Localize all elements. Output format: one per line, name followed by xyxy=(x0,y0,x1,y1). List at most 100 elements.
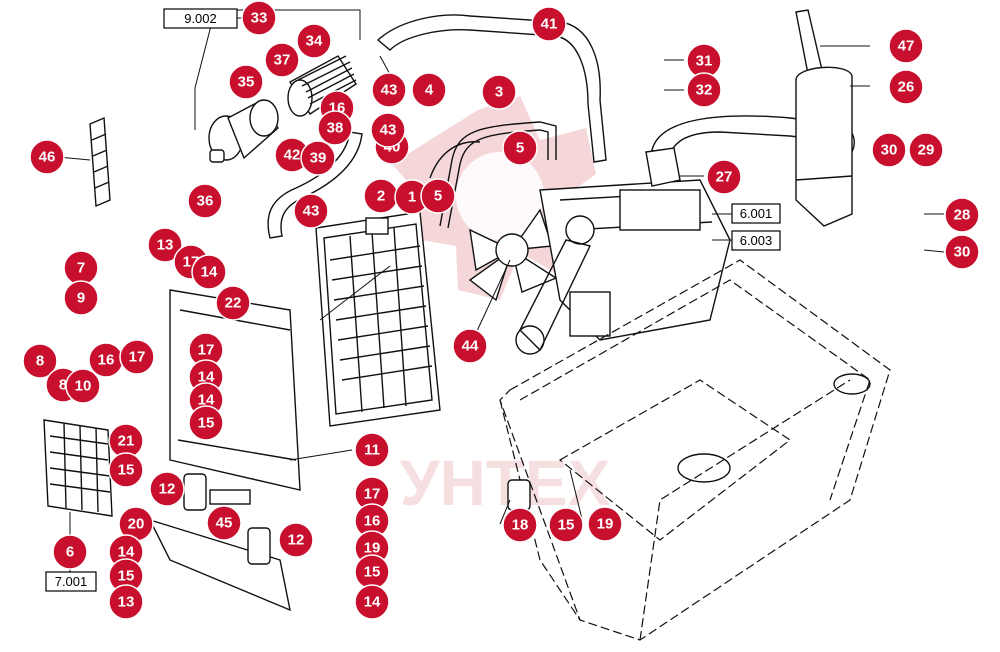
ref-box-7001[interactable]: 7.001 xyxy=(45,571,97,592)
callout-17[interactable]: 17 xyxy=(119,339,155,375)
lower-hose xyxy=(267,131,363,239)
callout-36[interactable]: 36 xyxy=(187,183,223,219)
callout-29[interactable]: 29 xyxy=(908,132,944,168)
callout-label: 14 xyxy=(118,544,135,561)
callout-5[interactable]: 5 xyxy=(502,130,538,166)
callout-label: 5 xyxy=(434,188,442,205)
callout-marker xyxy=(188,405,224,441)
callout-41[interactable]: 41 xyxy=(531,6,567,42)
callout-label: 10 xyxy=(75,378,92,395)
ref-box-6001[interactable]: 6.001 xyxy=(731,203,781,224)
callout-15[interactable]: 15 xyxy=(354,554,390,590)
callout-label: 13 xyxy=(118,594,135,611)
callout-20[interactable]: 20 xyxy=(118,506,154,542)
callout-label: 31 xyxy=(696,53,713,70)
callout-38[interactable]: 38 xyxy=(317,110,353,146)
callout-44[interactable]: 44 xyxy=(452,328,488,364)
radiator xyxy=(315,211,441,427)
callout-marker xyxy=(452,328,488,364)
ref-box-9002[interactable]: 9.002 xyxy=(163,8,238,29)
callout-marker xyxy=(481,74,517,110)
callout-label: 38 xyxy=(327,120,344,137)
callout-9[interactable]: 9 xyxy=(63,280,99,316)
callout-label: 4 xyxy=(425,82,434,99)
callout-label: 2 xyxy=(377,188,385,205)
callout-17[interactable]: 17 xyxy=(188,332,224,368)
callout-22[interactable]: 22 xyxy=(215,285,251,321)
callout-marker xyxy=(531,6,567,42)
callout-marker xyxy=(371,72,407,108)
callout-19[interactable]: 19 xyxy=(587,506,623,542)
oil-cooler xyxy=(43,419,113,517)
callout-marker xyxy=(354,584,390,620)
callout-13[interactable]: 13 xyxy=(108,584,144,620)
callout-21[interactable]: 21 xyxy=(108,423,144,459)
callout-label: 46 xyxy=(39,149,56,166)
callout-16[interactable]: 16 xyxy=(88,342,124,378)
callout-12[interactable]: 12 xyxy=(149,471,185,507)
callout-37[interactable]: 37 xyxy=(264,42,300,78)
callout-label: 7 xyxy=(77,260,85,277)
callout-label: 36 xyxy=(197,193,214,210)
callout-label: 43 xyxy=(303,203,320,220)
callout-35[interactable]: 35 xyxy=(228,64,264,100)
callout-30[interactable]: 30 xyxy=(871,132,907,168)
callout-label: 35 xyxy=(238,74,255,91)
callout-marker xyxy=(264,42,300,78)
callout-label: 16 xyxy=(364,513,381,530)
callout-43[interactable]: 43 xyxy=(371,72,407,108)
callout-13[interactable]: 13 xyxy=(147,227,183,263)
callout-46[interactable]: 46 xyxy=(29,139,65,175)
callout-15[interactable]: 15 xyxy=(548,507,584,543)
callout-26[interactable]: 26 xyxy=(888,69,924,105)
callout-28[interactable]: 28 xyxy=(944,197,980,233)
engine-mounts xyxy=(183,473,531,565)
callout-marker xyxy=(187,183,223,219)
callout-marker xyxy=(228,64,264,100)
callout-15[interactable]: 15 xyxy=(108,452,144,488)
callout-39[interactable]: 39 xyxy=(300,140,336,176)
callout-label: 29 xyxy=(918,142,935,159)
callout-14[interactable]: 14 xyxy=(191,254,227,290)
callout-10[interactable]: 10 xyxy=(65,368,101,404)
callout-4[interactable]: 4 xyxy=(411,72,447,108)
callout-label: 22 xyxy=(225,295,242,312)
callout-11[interactable]: 11 xyxy=(354,432,390,468)
callout-30[interactable]: 30 xyxy=(944,234,980,270)
callout-marker xyxy=(29,139,65,175)
svg-text:9.002: 9.002 xyxy=(184,11,217,26)
callout-14[interactable]: 14 xyxy=(354,584,390,620)
callout-label: 43 xyxy=(380,122,397,139)
callout-47[interactable]: 47 xyxy=(888,28,924,64)
callout-12[interactable]: 12 xyxy=(278,522,314,558)
callout-17[interactable]: 17 xyxy=(354,476,390,512)
callout-label: 17 xyxy=(364,486,381,503)
callout-2[interactable]: 2 xyxy=(363,178,399,214)
callout-32[interactable]: 32 xyxy=(686,72,722,108)
callout-marker xyxy=(296,23,332,59)
callout-marker xyxy=(354,432,390,468)
callout-33[interactable]: 33 xyxy=(241,0,277,36)
ref-box-6003[interactable]: 6.003 xyxy=(731,230,781,251)
callout-43[interactable]: 43 xyxy=(293,193,329,229)
callout-marker xyxy=(706,159,742,195)
callout-8[interactable]: 8 xyxy=(22,343,58,379)
callout-label: 43 xyxy=(381,82,398,99)
callout-7[interactable]: 7 xyxy=(63,250,99,286)
callout-5[interactable]: 5 xyxy=(420,178,456,214)
callout-27[interactable]: 27 xyxy=(706,159,742,195)
callout-marker xyxy=(206,505,242,541)
callout-label: 8 xyxy=(59,377,67,394)
callout-marker xyxy=(147,227,183,263)
callout-43[interactable]: 43 xyxy=(370,112,406,148)
watermark-logo: УНТЕХ xyxy=(392,96,611,519)
callout-15[interactable]: 15 xyxy=(188,405,224,441)
callout-16[interactable]: 16 xyxy=(354,503,390,539)
callout-6[interactable]: 6 xyxy=(52,534,88,570)
callout-18[interactable]: 18 xyxy=(502,507,538,543)
callout-15[interactable]: 15 xyxy=(108,558,144,594)
callout-3[interactable]: 3 xyxy=(481,74,517,110)
callout-label: 15 xyxy=(198,415,215,432)
callout-34[interactable]: 34 xyxy=(296,23,332,59)
callout-45[interactable]: 45 xyxy=(206,505,242,541)
